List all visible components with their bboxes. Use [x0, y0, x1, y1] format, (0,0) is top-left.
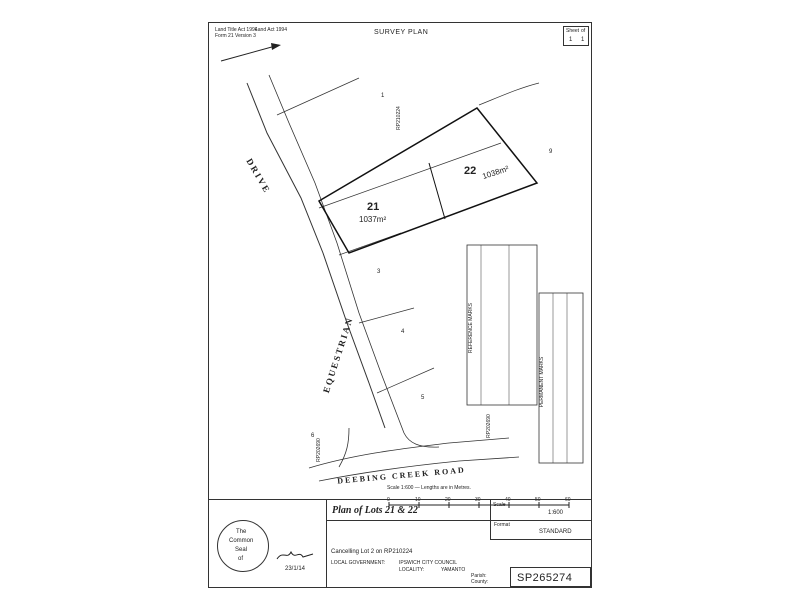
neighbour-lot-1: 1: [381, 93, 385, 99]
parish-label: Parish:: [471, 573, 487, 579]
form-version: Form 21 Version 3: [215, 33, 256, 39]
neighbour-plan-1: RP210224: [395, 106, 402, 130]
scale-text: Scale 1:600 — Lengths are in Metres.: [387, 485, 471, 491]
plan-title-cell: Plan of Lots 21 & 22: [326, 499, 491, 521]
scale-cell: Scale 1:600: [490, 499, 591, 521]
scale-tick-40: 40: [505, 497, 511, 503]
survey-plan-heading: SURVEY PLAN: [374, 29, 429, 36]
lot-21-area: 1037m²: [359, 215, 387, 224]
seal-line-4: of: [238, 556, 244, 562]
cancelling-note: Cancelling Lot 2 on RP210224: [331, 549, 413, 555]
scale-tick-0: 0: [387, 497, 390, 503]
common-seal: The Common Seal of: [217, 520, 269, 572]
surveyor-signature-icon: [276, 550, 314, 560]
permanent-marks-title: PERMANENT MARKS: [539, 356, 546, 408]
seal-line-2: Common: [229, 538, 254, 544]
neighbour-lot-9: 9: [549, 149, 553, 155]
neighbour-lot-4: 4: [401, 329, 405, 335]
of-label: of: [581, 28, 586, 34]
scale-value: 1:600: [548, 510, 564, 516]
neighbour-lot-5: 5: [421, 395, 425, 401]
certificate-panel: The Common Seal of 23/1/14: [209, 499, 327, 587]
format-cell: Format STANDARD: [490, 520, 591, 540]
scale-tick-20: 20: [445, 497, 451, 503]
lot-21-number: 21: [367, 201, 380, 213]
neighbour-lot-6: 6: [311, 433, 315, 439]
sheet-label: Sheet: [566, 28, 580, 34]
locality-label: LOCALITY:: [399, 567, 425, 573]
plan-drawing: [220, 43, 584, 482]
plan-title: Plan of Lots 21 & 22: [332, 505, 418, 516]
reference-marks-title: REFERENCE MARKS: [468, 302, 475, 354]
neighbour-plan-3: RP202690: [315, 438, 322, 462]
seal-line-3: Seal: [235, 547, 248, 553]
plan-number-cell: SP265274: [510, 567, 591, 587]
plan-number: SP265274: [517, 572, 573, 584]
scale-tick-50: 50: [535, 497, 541, 503]
lot-22-number: 22: [464, 165, 477, 177]
scale-tick-60: 60: [565, 497, 571, 503]
sheet-number: 1: [569, 37, 573, 43]
local-government-label: LOCAL GOVERNMENT:: [331, 560, 386, 566]
sheet-total: 1: [581, 37, 585, 43]
seal-line-1: The: [236, 529, 247, 535]
locality: YAMANTO: [441, 567, 466, 573]
format-value: STANDARD: [539, 529, 572, 535]
neighbour-lot-3: 3: [377, 269, 381, 275]
land-act: Land Act 1994: [255, 27, 287, 33]
scale-tick-10: 10: [415, 497, 421, 503]
neighbour-plan-2: RP202690: [485, 414, 492, 438]
survey-plan-sheet: Land Title Act 1994 Land Act 1994 Form 2…: [208, 22, 592, 588]
surveyor-date: 23/1/14: [285, 566, 306, 572]
county-label: County:: [471, 579, 489, 585]
scale-bar: [388, 502, 570, 508]
land-title-act: Land Title Act 1994: [215, 27, 258, 33]
sheet-box: Sheet of 1 1: [563, 26, 589, 46]
north-arrow-icon: [220, 43, 281, 62]
local-government: IPSWICH CITY COUNCIL: [399, 560, 457, 566]
format-label: Format: [494, 522, 510, 528]
scale-tick-30: 30: [475, 497, 481, 503]
scale-label: Scale: [493, 502, 506, 508]
